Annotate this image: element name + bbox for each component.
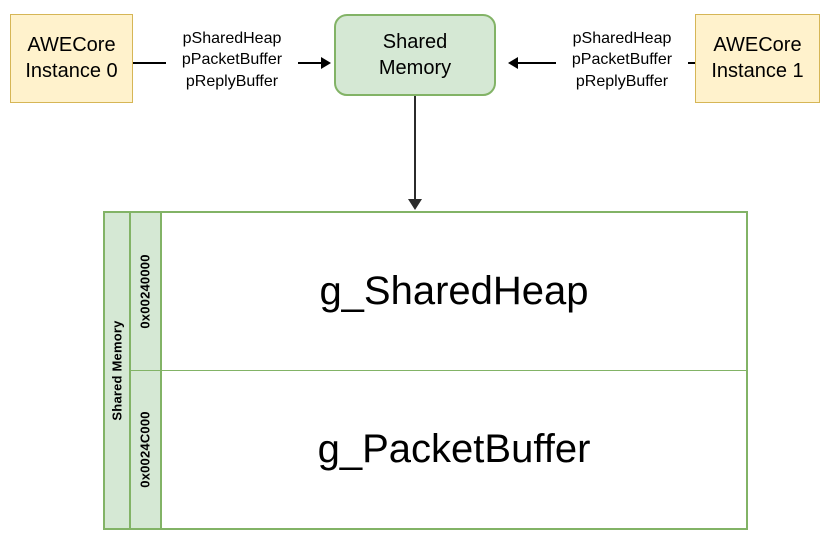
memory-map-region-cell: g_PacketBuffer xyxy=(162,370,746,528)
memory-map-region-column: g_SharedHeap g_PacketBuffer xyxy=(162,213,746,528)
memory-map-address-column: 0x00240000 0x0024C000 xyxy=(131,213,162,528)
edge-label-instance1-to-shared: pSharedHeap pPacketBuffer pReplyBuffer xyxy=(556,28,688,92)
node-awecore-instance-0-line1: AWECore xyxy=(27,33,116,56)
memory-map-region-cell: g_SharedHeap xyxy=(162,213,746,370)
edge-label-instance1-line1: pSharedHeap xyxy=(572,30,672,47)
edge-instance0-to-shared-arrowhead-icon xyxy=(321,57,331,69)
node-shared-memory-line1: Shared xyxy=(382,31,448,53)
node-awecore-instance-1-line1: AWECore xyxy=(713,33,802,56)
memory-map-region-0: g_SharedHeap xyxy=(319,269,589,313)
node-awecore-instance-0[interactable]: AWECore Instance 0 xyxy=(10,14,133,103)
edge-label-instance0-to-shared: pSharedHeap pPacketBuffer pReplyBuffer xyxy=(166,28,298,92)
node-awecore-instance-1[interactable]: AWECore Instance 1 xyxy=(695,14,820,103)
node-shared-memory-line2: Memory xyxy=(378,57,452,79)
memory-map-group-label-column: Shared Memory xyxy=(105,213,131,528)
node-shared-memory[interactable]: Shared Memory xyxy=(334,14,496,96)
memory-map-region-1: g_PacketBuffer xyxy=(317,427,591,471)
memory-map-address-1: 0x0024C000 xyxy=(138,411,153,488)
node-awecore-instance-0-line2: Instance 0 xyxy=(25,59,118,82)
edge-label-instance1-line2: pPacketBuffer xyxy=(571,51,673,69)
edge-label-instance0-line2: pPacketBuffer xyxy=(181,51,283,69)
memory-map-address-cell: 0x00240000 xyxy=(131,213,160,370)
edge-instance1-to-shared-arrowhead-icon xyxy=(508,57,518,69)
memory-map-address-cell: 0x0024C000 xyxy=(131,370,160,528)
edge-label-instance0-line1: pSharedHeap xyxy=(182,30,282,47)
edge-shared-to-memmap-arrowhead-icon xyxy=(408,199,422,210)
edge-shared-to-memmap-line xyxy=(414,96,417,201)
memory-map-table: Shared Memory 0x00240000 0x0024C000 g_Sh… xyxy=(103,211,748,530)
memory-map-address-0: 0x00240000 xyxy=(138,254,153,329)
memory-map-group-label: Shared Memory xyxy=(109,320,125,421)
node-awecore-instance-1-line2: Instance 1 xyxy=(711,59,804,82)
edge-label-instance0-line3: pReplyBuffer xyxy=(185,72,279,90)
edge-label-instance1-line3: pReplyBuffer xyxy=(575,72,669,90)
